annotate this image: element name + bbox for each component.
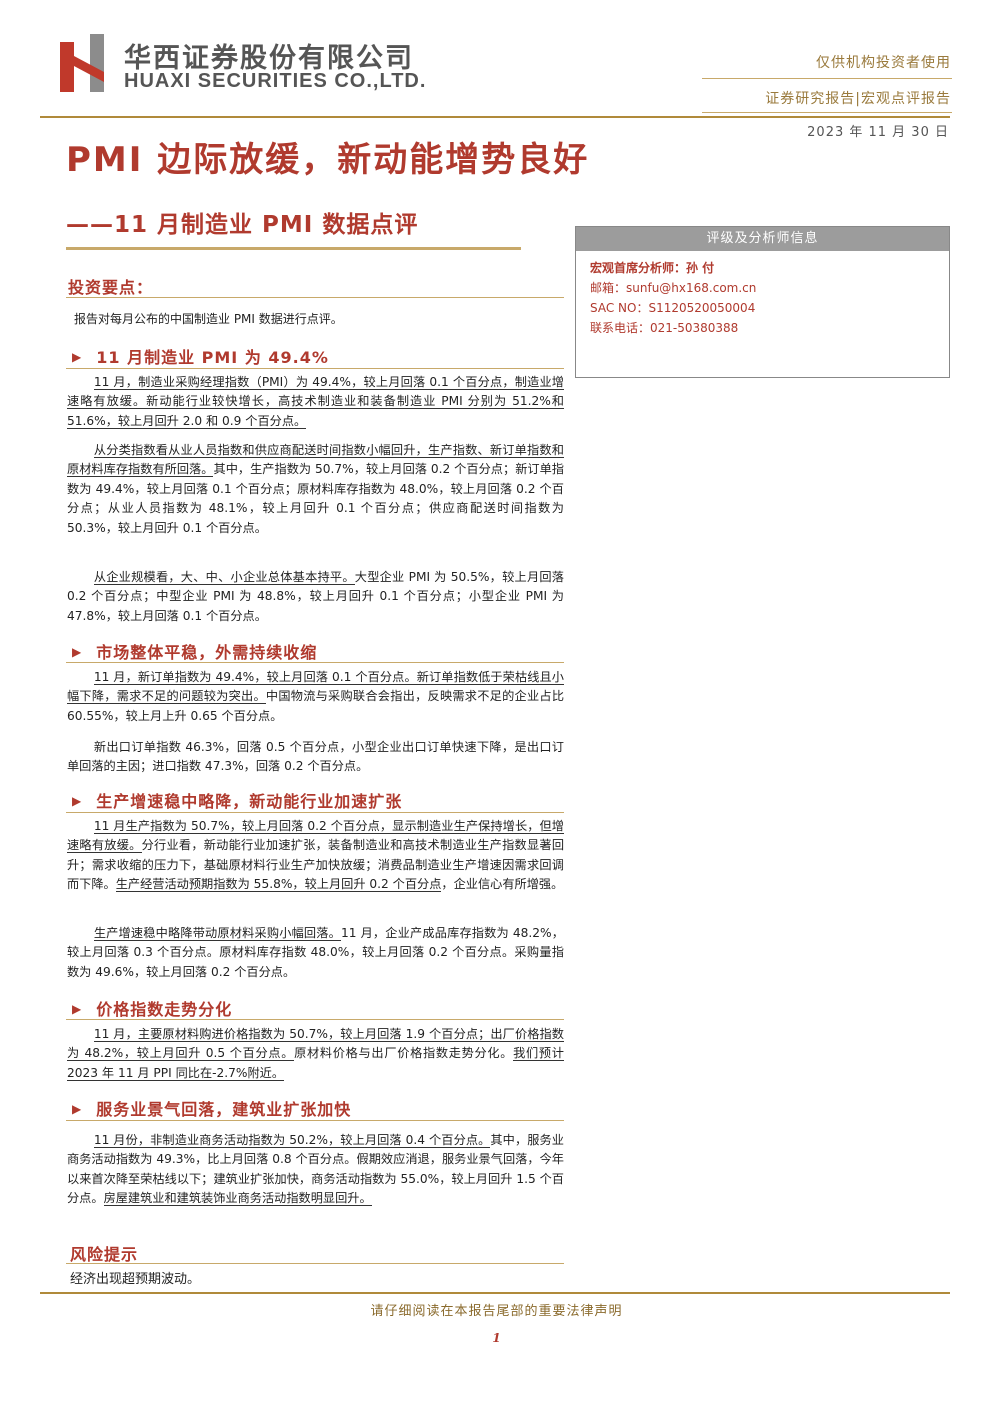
key-points-heading: 投资要点： [68, 278, 154, 297]
section-rule [66, 812, 564, 813]
triangle-bullet-icon: ▶ [72, 645, 83, 659]
report-type-label: 证券研究报告|宏观点评报告 [765, 91, 951, 107]
paragraph: 新出口订单指数 46.3%，回落 0.5 个百分点，小型企业出口订单快速下降，是… [67, 740, 564, 774]
report-date: 2023 年 11 月 30 日 [807, 125, 949, 140]
subtitle-rule [66, 247, 521, 250]
triangle-bullet-icon: ▶ [72, 1102, 83, 1116]
paragraph: 11 月份，非制造业商务活动指数为 50.2%，较上月回落 0.4 个百分点。其… [67, 1133, 564, 1207]
risk-body: 经济出现超预期波动。 [70, 1272, 201, 1287]
paragraph: 11 月，制造业采购经理指数（PMI）为 49.4%，较上月回落 0.1 个百分… [67, 375, 564, 429]
section-rule [66, 1019, 564, 1020]
section-rule [66, 368, 564, 369]
analyst-phone: 联系电话：021-50380388 [590, 321, 739, 335]
section-rule [66, 1120, 564, 1121]
paragraph: 从分类指数看从业人员指数和供应商配送时间指数小幅回升，生产指数、新订单指数和原材… [67, 443, 564, 535]
paragraph: 11 月生产指数为 50.7%，较上月回落 0.2 个百分点，显示制造业生产保持… [67, 819, 565, 893]
header-divider [702, 112, 952, 113]
footer-rule [40, 1292, 950, 1294]
paragraph: 生产增速稳中略降带动原材料采购小幅回落。11 月，企业产成品库存指数为 48.2… [67, 926, 564, 979]
huaxi-logo-icon [60, 34, 104, 92]
analyst-info-box: 评级及分析师信息 宏观首席分析师：孙 付 邮箱：sunfu@hx168.com.… [575, 226, 950, 378]
paragraph: 从企业规模看，大、中、小企业总体基本持平。大型企业 PMI 为 50.5%，较上… [67, 570, 564, 623]
paragraph: 11 月，主要原材料购进价格指数为 50.7%，较上月回落 1.9 个百分点；出… [67, 1027, 564, 1081]
company-name-en: HUAXI SECURITIES CO.,LTD. [124, 70, 427, 92]
triangle-bullet-icon: ▶ [72, 1002, 83, 1016]
page-number: 1 [492, 1331, 501, 1345]
header-divider [702, 78, 952, 79]
triangle-bullet-icon: ▶ [72, 350, 83, 364]
analyst-sac: SAC NO：S1120520050004 [590, 301, 756, 315]
key-points-rule [66, 297, 564, 298]
risk-heading: 风险提示 [70, 1245, 139, 1264]
section-heading: ▶价格指数走势分化 [72, 1000, 233, 1019]
top-rule [40, 116, 950, 118]
analyst-name: 宏观首席分析师：孙 付 [590, 261, 715, 275]
company-logo: 华西证券股份有限公司 HUAXI SECURITIES CO.,LTD. [60, 32, 460, 96]
paragraph: 11 月，新订单指数为 49.4%，较上月回落 0.1 个百分点。新订单指数低于… [67, 670, 565, 723]
analyst-box-heading: 评级及分析师信息 [576, 227, 949, 251]
company-name-cn: 华西证券股份有限公司 [124, 43, 414, 74]
key-points-intro: 报告对每月公布的中国制造业 PMI 数据进行点评。 [74, 312, 343, 326]
section-heading: ▶11 月制造业 PMI 为 49.4% [72, 348, 329, 367]
disclaimer-label: 仅供机构投资者使用 [816, 55, 951, 71]
report-title: PMI 边际放缓，新动能增势良好 [66, 140, 590, 180]
section-heading: ▶市场整体平稳，外需持续收缩 [72, 643, 318, 662]
report-subtitle: ——11 月制造业 PMI 数据点评 [66, 212, 419, 238]
analyst-email[interactable]: 邮箱：sunfu@hx168.com.cn [590, 281, 757, 295]
footer-legal-note: 请仔细阅读在本报告尾部的重要法律声明 [370, 1304, 623, 1319]
section-heading: ▶服务业景气回落，建筑业扩张加快 [72, 1100, 352, 1119]
section-heading: ▶生产增速稳中略降，新动能行业加速扩张 [72, 792, 403, 811]
risk-rule [66, 1263, 564, 1264]
triangle-bullet-icon: ▶ [72, 794, 83, 808]
section-rule [66, 662, 564, 663]
